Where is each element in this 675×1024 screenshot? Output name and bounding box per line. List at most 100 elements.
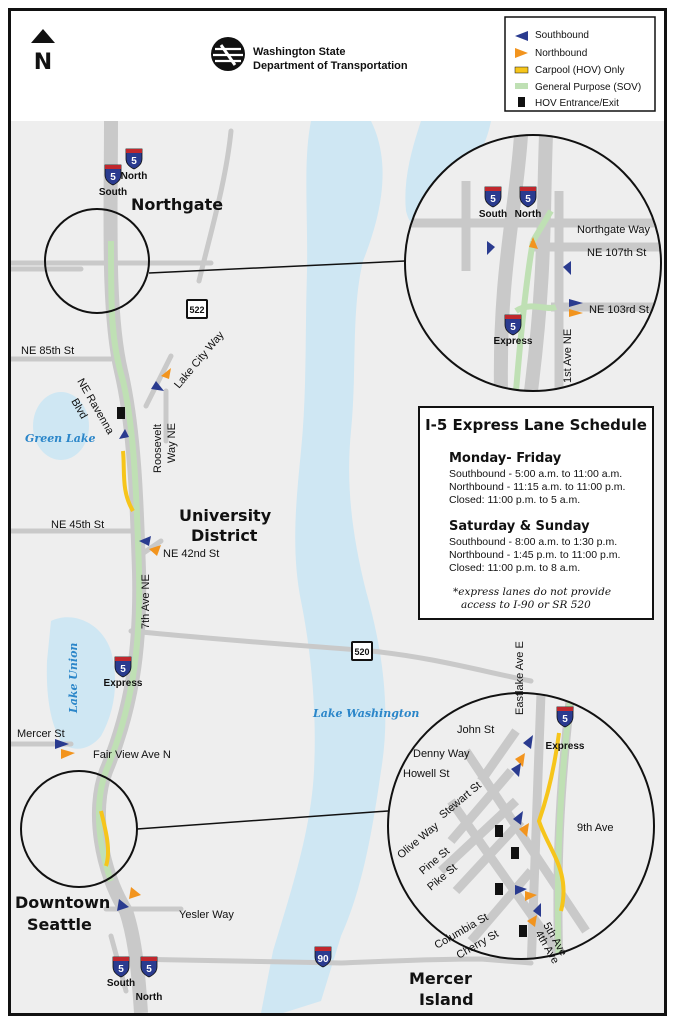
inset-street-john: John St <box>457 724 494 736</box>
svg-text:520: 520 <box>354 647 369 657</box>
schedule-note-line1: *express lanes do not provide <box>453 586 611 598</box>
legend-northbound-label: Northbound <box>535 48 587 59</box>
express-label: Express <box>104 678 143 689</box>
inset-street-first-ave: 1st Ave NE <box>562 329 574 383</box>
svg-text:5: 5 <box>118 964 124 975</box>
i5-mainline <box>91 120 148 1013</box>
legend-general-purpose-icon <box>515 83 528 89</box>
north-label: North <box>121 171 148 182</box>
water-lake-union: Lake Union <box>67 643 80 714</box>
downtown-inset: 5 Express Eastlake Ave E John St Denny W… <box>387 641 655 966</box>
svg-text:90: 90 <box>317 954 329 965</box>
southbound-marker <box>151 381 164 391</box>
inset-street-ninth: 9th Ave <box>577 822 614 834</box>
map-frame: 5 South 5 North 522 520 5 Express 90 5 S… <box>8 8 667 1016</box>
southbound-marker <box>119 429 129 439</box>
legend-hov-access-label: HOV Entrance/Exit <box>535 98 619 109</box>
area-northgate: Northgate <box>131 195 223 214</box>
area-mercer-line2: Island <box>419 990 474 1009</box>
legend-southbound-icon <box>515 31 528 41</box>
inset-north-south-label: South <box>479 209 507 220</box>
legend-carpool-label: Carpool (HOV) Only <box>535 65 624 76</box>
inset-street-eastlake: Eastlake Ave E <box>514 641 526 715</box>
schedule-weekend-heading: Saturday & Sunday <box>449 519 590 534</box>
inset-north-north-label: North <box>515 209 542 220</box>
area-mercer-line1: Mercer <box>409 969 472 988</box>
agency-name-line1: Washington State <box>253 46 345 58</box>
north-arrow-icon: N <box>31 29 55 75</box>
express-lane-map: 5 South 5 North 522 520 5 Express 90 5 S… <box>11 11 664 1013</box>
downtown-callout-line <box>136 810 389 830</box>
schedule-weekend-line: Northbound - 1:45 p.m. to 11:00 p.m. <box>449 549 620 561</box>
legend-northbound-icon <box>515 48 528 58</box>
wsdot-logo <box>211 37 245 71</box>
northbound-marker <box>161 368 171 379</box>
schedule-note-line2: access to I-90 or SR 520 <box>461 599 591 611</box>
svg-text:5: 5 <box>562 714 568 725</box>
agency-name-line2: Department of Transportation <box>253 60 408 72</box>
svg-text:5: 5 <box>490 194 496 205</box>
lake-union <box>46 617 116 749</box>
svg-text:5: 5 <box>110 172 116 183</box>
water-green-lake: Green Lake <box>25 432 96 445</box>
schedule-weekday-line: Northbound - 11:15 a.m. to 11:00 p.m. <box>449 481 625 493</box>
svg-text:N: N <box>34 50 52 75</box>
water-lake-washington: Lake Washington <box>312 707 419 720</box>
inset-street-ne103: NE 103rd St <box>589 304 649 316</box>
northbound-marker <box>129 887 141 899</box>
legend-carpool-icon <box>514 66 529 74</box>
i5-shield-south: 5 <box>104 164 122 186</box>
main-direction-markers <box>55 368 171 911</box>
surface-roads <box>11 128 534 994</box>
street-seventh: 7th Ave NE <box>140 574 152 629</box>
legend-hov-access-icon <box>518 97 525 107</box>
sr520-shield: 520 <box>351 641 373 661</box>
legend-general-purpose-label: General Purpose (SOV) <box>535 82 641 93</box>
inset-street-northgate-way: Northgate Way <box>577 224 650 236</box>
i90-shield: 90 <box>314 946 332 968</box>
schedule-weekday-line: Closed: 11:00 p.m. to 5 a.m. <box>449 494 580 506</box>
street-roosevelt-line1: Roosevelt <box>152 424 164 473</box>
street-mercer: Mercer St <box>17 728 65 740</box>
schedule-weekend-line: Closed: 11:00 p.m. to 8 a.m. <box>449 562 580 574</box>
northbound-marker <box>149 545 161 556</box>
i5-shield-south-bottom: 5 <box>112 956 130 978</box>
north-label-bottom: North <box>136 992 163 1003</box>
area-university-line2: District <box>191 526 258 545</box>
street-roosevelt-line2: Way NE <box>166 423 178 463</box>
schedule-weekday-heading: Monday- Friday <box>449 451 562 466</box>
street-yesler: Yesler Way <box>179 909 234 921</box>
street-ne85: NE 85th St <box>21 345 74 357</box>
sr522-shield: 522 <box>186 299 208 319</box>
northgate-zoom-circle <box>44 208 150 314</box>
inset-street-denny: Denny Way <box>413 748 470 760</box>
hov-access-marker <box>117 407 125 419</box>
schedule-title: I-5 Express Lane Schedule <box>425 416 647 434</box>
i5-shield-north-bottom: 5 <box>140 956 158 978</box>
inset-street-ne107: NE 107th St <box>587 247 646 259</box>
lake-washington <box>261 121 386 1013</box>
schedule-box: I-5 Express Lane Schedule Monday- Friday… <box>418 406 654 620</box>
i5-shield-express: 5 <box>114 656 132 678</box>
south-label-bottom: South <box>107 978 135 989</box>
inset-street-howell: Howell St <box>403 768 449 780</box>
svg-text:5: 5 <box>120 664 126 675</box>
green-lake <box>33 392 89 460</box>
northgate-inset: 5 South 5 North 5 Express Northgate Way … <box>404 134 662 392</box>
inset-south-express-label: Express <box>546 741 585 752</box>
svg-text:522: 522 <box>189 305 204 315</box>
street-fairview: Fair View Ave N <box>93 749 171 761</box>
southbound-marker <box>117 899 129 911</box>
i5-shield-north: 5 <box>125 148 143 170</box>
area-downtown-line2: Seattle <box>27 915 92 934</box>
svg-text:5: 5 <box>131 156 137 167</box>
legend: Southbound Northbound Carpool (HOV) Only… <box>504 16 656 112</box>
northbound-marker <box>61 749 75 759</box>
southbound-marker <box>139 536 151 546</box>
svg-text:5: 5 <box>510 322 516 333</box>
legend-southbound-label: Southbound <box>535 30 589 41</box>
svg-text:5: 5 <box>146 964 152 975</box>
svg-text:5: 5 <box>525 194 531 205</box>
schedule-weekend-line: Southbound - 8:00 a.m. to 1:30 p.m. <box>449 536 617 548</box>
northgate-callout-line <box>148 260 406 274</box>
